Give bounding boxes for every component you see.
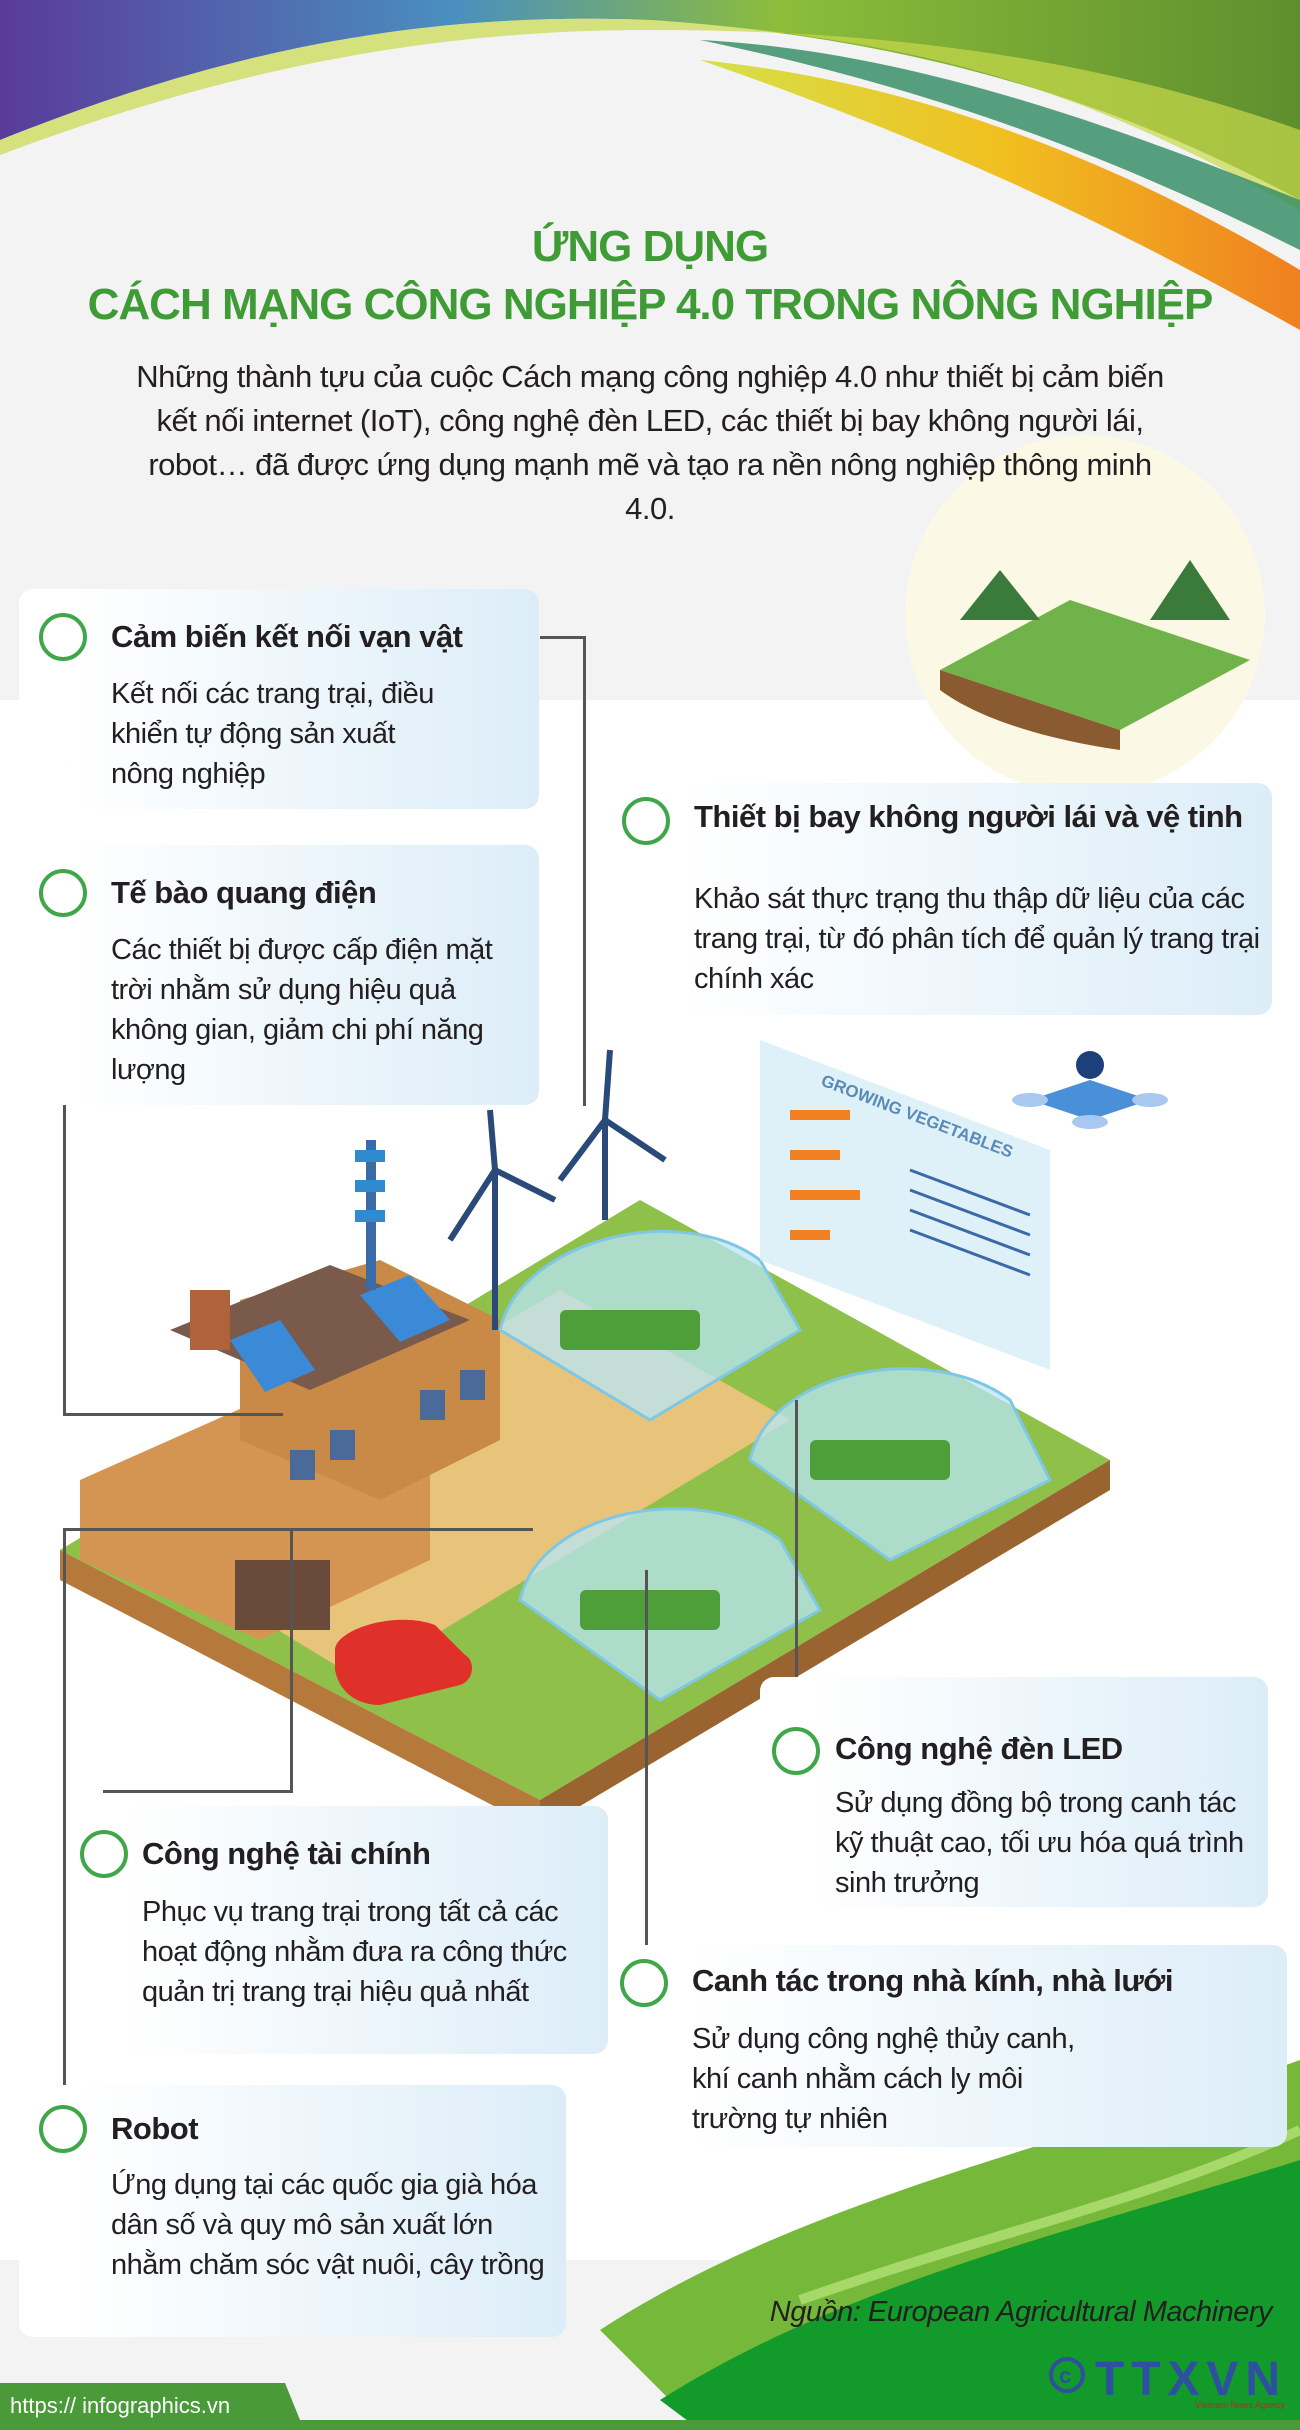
- card-text: Ứng dụng tại các quốc gia già hóa dân số…: [111, 2169, 545, 2281]
- wind-turbines: [447, 1049, 667, 1330]
- card-greenhouse: Canh tác trong nhà kính, nhà lưới Sử dụn…: [620, 1945, 1287, 2147]
- card-title: Công nghệ tài chính: [142, 1836, 431, 1871]
- svg-text:TTXVN: TTXVN: [1095, 2353, 1280, 2406]
- circle-bullet-icon: [39, 2105, 87, 2153]
- connector-line: [63, 1413, 283, 1416]
- card-text: Khảo sát thực trạng thu thập dữ liệu của…: [694, 883, 1260, 995]
- website-link[interactable]: https:// infographics.vn: [10, 2393, 231, 2418]
- title-line-1: ỨNG DỤNG: [531, 222, 769, 271]
- card-text: Sử dụng công nghệ thủy canh, khí canh nh…: [692, 2023, 1075, 2135]
- drone: [1012, 1051, 1168, 1129]
- card-solar-cells: Tế bào quang điện Các thiết bị được cấp …: [19, 845, 539, 1105]
- card-text: Phục vụ trang trại trong tất cả các hoạt…: [142, 1896, 567, 2008]
- connector-line: [795, 1400, 798, 1730]
- data-screen: [760, 1040, 1050, 1370]
- farmhouse: [80, 1260, 500, 1640]
- circle-bullet-icon: [620, 1959, 668, 2007]
- intro-text: Những thành tựu của cuộc Cách mạng công …: [136, 359, 1164, 526]
- card-text: Các thiết bị được cấp điện mặt trời nhằm…: [111, 934, 493, 1086]
- circle-bullet-icon: [80, 1830, 128, 1878]
- connector-line: [645, 1570, 648, 1970]
- circle-bullet-icon: [39, 869, 87, 917]
- svg-text:Vietnam News Agency: Vietnam News Agency: [1195, 2400, 1285, 2410]
- card-led: Công nghệ đèn LED Sử dụng đồng bộ trong …: [760, 1677, 1268, 1907]
- card-text: Sử dụng đồng bộ trong canh tác kỹ thuật …: [835, 1787, 1244, 1899]
- source-credit: Nguồn: European Agricultural Machinery: [769, 2296, 1273, 2328]
- connector-line: [540, 636, 585, 639]
- connector-line: [103, 1790, 293, 1793]
- connector-line: [63, 900, 66, 1415]
- ttxvn-logo: c TTXVN Vietnam News Agency: [1049, 2353, 1285, 2410]
- circle-bullet-icon: [622, 797, 670, 845]
- card-title: Công nghệ đèn LED: [835, 1731, 1123, 1766]
- card-title: Robot: [111, 2111, 199, 2146]
- title-line-2: CÁCH MẠNG CÔNG NGHIỆP 4.0 TRONG NÔNG NGH…: [87, 280, 1214, 329]
- svg-text:c: c: [1059, 2363, 1071, 2388]
- card-title: Cảm biến kết nối vạn vật: [111, 619, 463, 654]
- card-title: Canh tác trong nhà kính, nhà lưới: [692, 1963, 1173, 1998]
- circle-bullet-icon: [39, 613, 87, 661]
- circle-bullet-icon: [772, 1727, 820, 1775]
- connector-line: [583, 636, 586, 1106]
- card-iot-sensors: Cảm biến kết nối vạn vật Kết nối các tra…: [19, 589, 539, 809]
- connector-line: [63, 1528, 66, 2108]
- card-robot: Robot Ứng dụng tại các quốc gia già hóa …: [19, 2085, 566, 2337]
- smart-village-illustration: [905, 435, 1265, 795]
- card-fintech: Công nghệ tài chính Phục vụ trang trại t…: [70, 1806, 608, 2054]
- car: [335, 1619, 472, 1705]
- card-title: Thiết bị bay không người lái và vệ tinh: [694, 799, 1243, 834]
- connector-line: [290, 1530, 293, 1792]
- connector-line: [63, 1528, 533, 1531]
- card-drones-satellites: Thiết bị bay không người lái và vệ tinh …: [612, 783, 1272, 1015]
- card-title: Tế bào quang điện: [111, 875, 377, 910]
- card-text: Kết nối các trang trại, điều khiển tự độ…: [111, 678, 434, 790]
